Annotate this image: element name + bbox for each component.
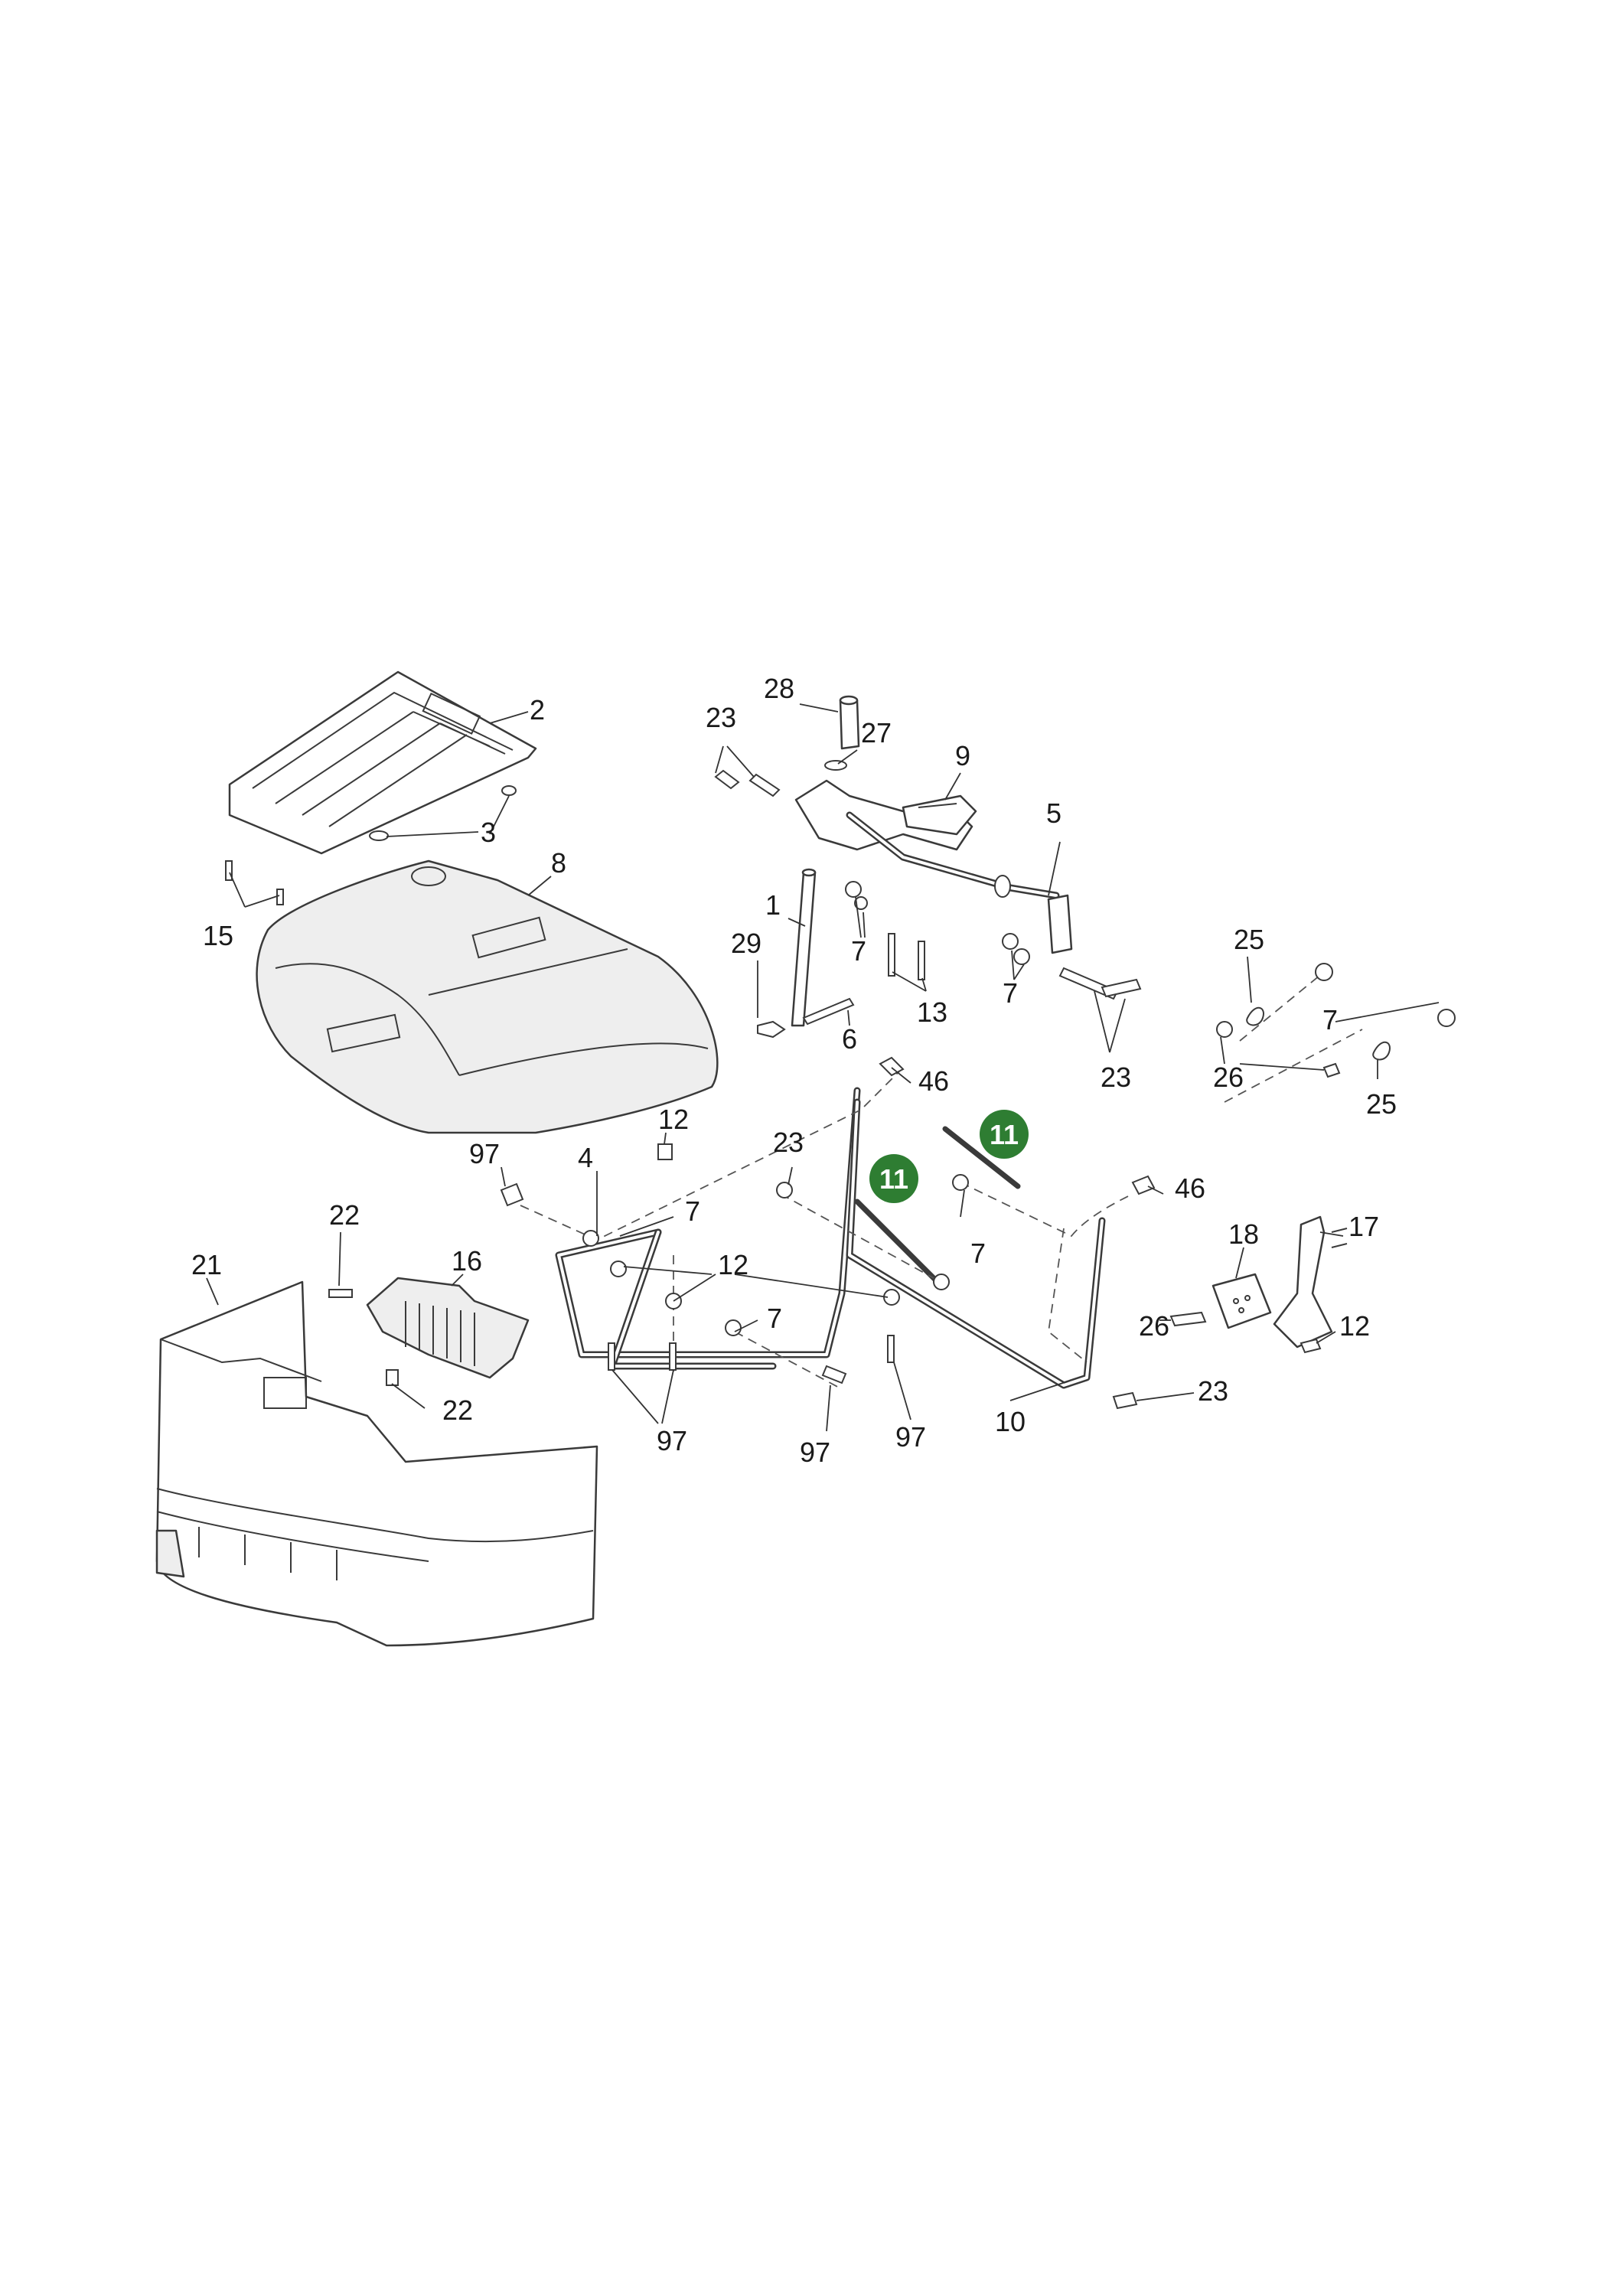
steering-bracket-9 bbox=[794, 779, 977, 851]
bolts-23a bbox=[714, 769, 781, 797]
label-23: 23 bbox=[706, 702, 736, 733]
label-27: 27 bbox=[861, 717, 892, 748]
lift-frame-4 bbox=[555, 1087, 861, 1370]
small-parts-7-13-6-29 bbox=[757, 881, 1142, 1039]
label-97: 97 bbox=[469, 1138, 500, 1169]
highlight-label: 11 bbox=[879, 1163, 908, 1195]
dashed-assembly-lines bbox=[520, 1071, 1133, 1390]
label-23: 23 bbox=[1101, 1062, 1131, 1093]
label-26: 26 bbox=[1213, 1062, 1244, 1093]
label-13: 13 bbox=[917, 996, 947, 1028]
label-5: 5 bbox=[1046, 797, 1061, 829]
label-17: 17 bbox=[1348, 1211, 1379, 1242]
label-23: 23 bbox=[773, 1127, 804, 1158]
label-23: 23 bbox=[1198, 1375, 1228, 1407]
label-25: 25 bbox=[1366, 1088, 1397, 1120]
highlight-label: 11 bbox=[990, 1119, 1019, 1150]
lift-frame-10 bbox=[846, 1098, 1106, 1389]
label-9: 9 bbox=[955, 740, 970, 771]
bracket-18 bbox=[1169, 1273, 1272, 1329]
label-12: 12 bbox=[658, 1104, 689, 1135]
label-7: 7 bbox=[685, 1195, 700, 1227]
column-1 bbox=[791, 868, 817, 1027]
hood-body bbox=[256, 859, 719, 1134]
label-7: 7 bbox=[767, 1303, 782, 1334]
label-16: 16 bbox=[452, 1245, 482, 1277]
clips-25-26 bbox=[1216, 963, 1456, 1103]
bracket-17 bbox=[1273, 1215, 1348, 1354]
label-22: 22 bbox=[329, 1199, 360, 1231]
tube-28 bbox=[824, 695, 860, 771]
label-7: 7 bbox=[851, 935, 866, 967]
label-7: 7 bbox=[970, 1238, 986, 1269]
label-12: 12 bbox=[718, 1249, 748, 1280]
highlight-badge-11-right[interactable]: 11 bbox=[980, 1110, 1029, 1159]
label-97: 97 bbox=[895, 1421, 926, 1453]
shield-plate-16 bbox=[328, 1277, 530, 1386]
label-7: 7 bbox=[1003, 977, 1018, 1009]
grommet-parts bbox=[225, 785, 517, 905]
label-2: 2 bbox=[530, 694, 545, 726]
label-46: 46 bbox=[918, 1065, 949, 1097]
part-labels: 2 3 15 8 28 27 23 9 5 1 29 7 6 13 7 23 2… bbox=[191, 673, 1397, 1468]
shaft-5 bbox=[846, 811, 1073, 954]
link-rods-11 bbox=[854, 1126, 1021, 1289]
label-46: 46 bbox=[1175, 1172, 1205, 1204]
label-7: 7 bbox=[1322, 1004, 1338, 1035]
leader-lines bbox=[206, 703, 1440, 1432]
label-25: 25 bbox=[1234, 924, 1264, 955]
collector-basket-21 bbox=[155, 1280, 598, 1647]
label-97: 97 bbox=[800, 1437, 830, 1468]
label-12: 12 bbox=[1339, 1310, 1370, 1342]
label-4: 4 bbox=[578, 1142, 593, 1173]
label-8: 8 bbox=[551, 847, 566, 879]
label-1: 1 bbox=[765, 889, 781, 921]
hood-top-cover bbox=[228, 670, 537, 855]
label-18: 18 bbox=[1228, 1218, 1259, 1250]
label-29: 29 bbox=[731, 928, 761, 959]
label-26: 26 bbox=[1139, 1310, 1169, 1342]
label-22: 22 bbox=[442, 1394, 473, 1426]
label-3: 3 bbox=[481, 817, 496, 848]
label-28: 28 bbox=[764, 673, 794, 704]
label-6: 6 bbox=[842, 1023, 857, 1055]
highlight-badge-11-left[interactable]: 11 bbox=[869, 1154, 918, 1203]
label-15: 15 bbox=[203, 920, 233, 951]
label-10: 10 bbox=[995, 1406, 1026, 1437]
label-97: 97 bbox=[657, 1425, 687, 1456]
label-21: 21 bbox=[191, 1249, 222, 1280]
